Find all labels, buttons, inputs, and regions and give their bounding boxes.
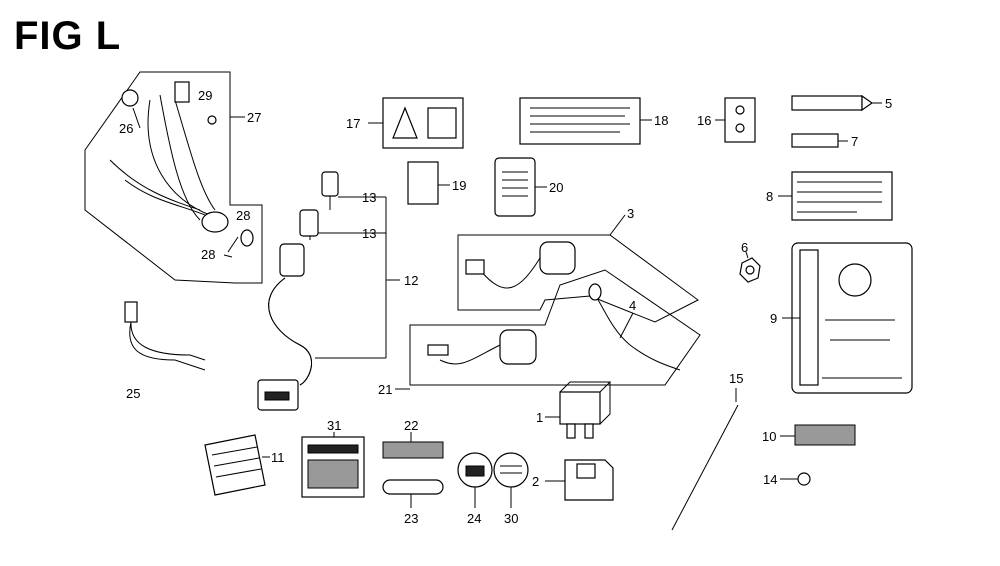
part-8-label <box>778 171 893 221</box>
callout-7: 7 <box>851 134 858 149</box>
part-10-label <box>780 424 856 446</box>
part-21-coil-group <box>395 269 701 390</box>
callout-16: 16 <box>697 113 711 128</box>
callout-2: 2 <box>532 474 539 489</box>
callout-31: 31 <box>327 418 341 433</box>
part-3-ignition-coil <box>457 214 699 323</box>
part-22-label <box>382 432 444 459</box>
callout-5: 5 <box>885 96 892 111</box>
part-27-wire-harness <box>84 71 263 284</box>
callout-4: 4 <box>629 298 636 313</box>
callout-22: 22 <box>404 418 418 433</box>
callout-17: 17 <box>346 116 360 131</box>
callout-18: 18 <box>654 113 668 128</box>
callout-6: 6 <box>741 240 748 255</box>
callout-12: 12 <box>404 273 418 288</box>
callout-19: 19 <box>452 178 466 193</box>
callout-1: 1 <box>536 410 543 425</box>
callout-28-upper: 28 <box>236 208 250 223</box>
part-19-label <box>407 161 450 205</box>
callout-28-lower: 28 <box>201 247 215 262</box>
part-31-label <box>301 432 365 498</box>
callout-11: 11 <box>271 450 285 465</box>
part-4-spring-lead <box>588 283 681 371</box>
callout-26: 26 <box>119 121 133 136</box>
callout-24: 24 <box>467 511 481 526</box>
part-2-connector <box>545 459 614 501</box>
part-30-sticker <box>493 452 529 508</box>
part-11-cover <box>204 434 270 496</box>
part-12-switch-cable <box>257 171 400 411</box>
part-28-clips <box>223 229 254 258</box>
callout-20: 20 <box>549 180 563 195</box>
callout-27: 27 <box>247 110 261 125</box>
callout-3: 3 <box>627 206 634 221</box>
part-9-panel <box>782 242 913 394</box>
callout-23: 23 <box>404 511 418 526</box>
part-17-warning-label <box>368 97 464 149</box>
callout-21: 21 <box>378 382 392 397</box>
part-16-label <box>715 97 756 143</box>
callout-9: 9 <box>770 311 777 326</box>
callout-13-upper: 13 <box>362 190 376 205</box>
callout-30: 30 <box>504 511 518 526</box>
part-24-sticker <box>457 452 493 508</box>
part-1-relay <box>545 381 612 439</box>
part-25-cable <box>124 301 206 371</box>
callout-10: 10 <box>762 429 776 444</box>
part-7-label <box>791 133 848 148</box>
part-5-label <box>791 94 882 112</box>
part-15-rod <box>671 388 739 531</box>
part-6-nut <box>739 251 761 283</box>
callout-labels: 1 2 3 4 5 6 7 8 9 10 11 12 13 13 14 15 1… <box>119 88 892 526</box>
callout-15: 15 <box>729 371 743 386</box>
part-18-label <box>519 97 652 145</box>
callout-29: 29 <box>198 88 212 103</box>
callout-13-lower: 13 <box>362 226 376 241</box>
callout-25: 25 <box>126 386 140 401</box>
part-14-sticker <box>780 472 811 486</box>
part-23-label <box>382 479 444 508</box>
figure-title: FIG L <box>14 14 122 58</box>
part-20-label <box>494 157 547 217</box>
callout-8: 8 <box>766 189 773 204</box>
callout-14: 14 <box>763 472 777 487</box>
